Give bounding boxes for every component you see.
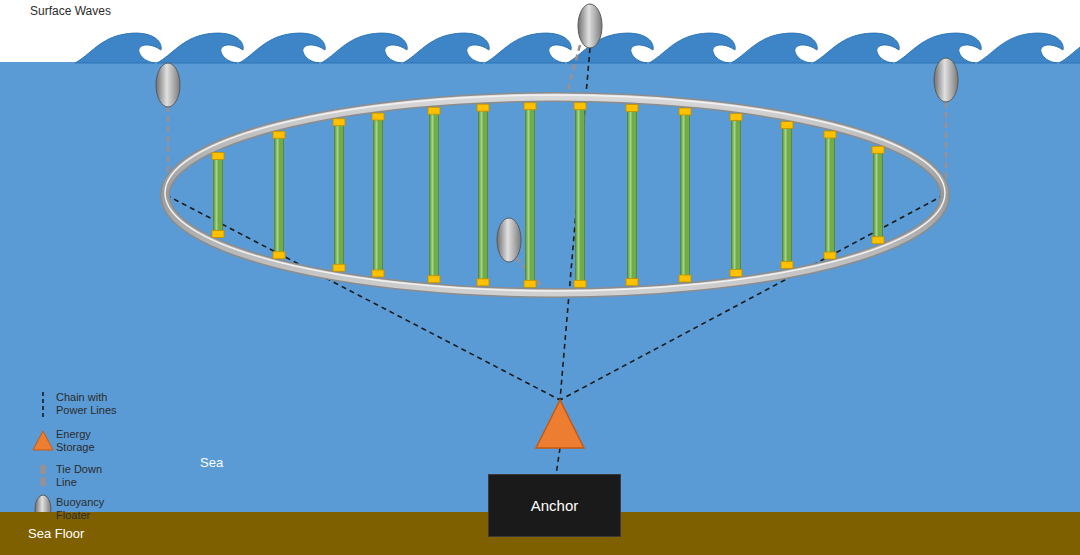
generator-bar <box>628 108 637 282</box>
legend-chain-sample <box>42 392 44 420</box>
generator-bar-shine <box>481 108 483 283</box>
bar-cap <box>212 152 224 159</box>
bar-cap <box>626 279 638 286</box>
node-text: Sea Floor <box>28 526 84 541</box>
bar-cap <box>273 131 285 138</box>
bar-cap <box>273 252 285 259</box>
energy-storage <box>536 400 584 448</box>
sea-label: Sea <box>200 455 223 470</box>
wave <box>157 33 243 63</box>
bar-cap <box>333 264 345 271</box>
wave <box>813 33 899 63</box>
bar-cap <box>679 275 691 282</box>
bar-cap <box>524 280 536 287</box>
chains <box>166 48 944 475</box>
bar-cap <box>333 119 345 126</box>
generator-bar <box>681 112 690 279</box>
generator-bar-shine <box>734 117 736 273</box>
bar-cap <box>428 276 440 283</box>
generator-bar <box>874 150 883 240</box>
generator-bar-shine <box>277 135 279 256</box>
bar-cap <box>781 122 793 129</box>
generator-bar <box>732 117 741 273</box>
generator-bar <box>374 117 383 274</box>
wave <box>75 33 161 63</box>
generator-bar <box>826 134 835 255</box>
generator-bar-shine <box>432 111 434 279</box>
generator-bar <box>479 108 488 283</box>
generator-bar <box>335 122 344 268</box>
legend-text: Tie Down Line <box>56 463 118 489</box>
anchor-block: Anchor <box>488 474 621 537</box>
bar-cap <box>574 103 586 110</box>
generator-bar-shine <box>785 125 787 265</box>
bar-cap <box>730 114 742 121</box>
bar-cap <box>679 108 691 115</box>
bar-cap <box>824 252 836 259</box>
wave <box>977 33 1063 63</box>
generator-bar <box>214 156 223 234</box>
wave <box>403 33 489 63</box>
bar-cap <box>626 104 638 111</box>
wave <box>649 33 735 63</box>
wave <box>239 33 325 63</box>
wave <box>731 33 817 63</box>
legend-text: Energy Storage <box>56 428 118 454</box>
generator-bars <box>212 103 884 288</box>
generator-bar-shine <box>630 108 632 282</box>
bar-cap <box>372 113 384 120</box>
bar-cap <box>574 280 586 287</box>
legend-tie-sample <box>41 465 46 488</box>
bar-cap <box>477 279 489 286</box>
legend-text: Buoyancy Floater <box>56 496 118 522</box>
generator-bar-shine <box>337 122 339 268</box>
bar-cap <box>872 237 884 244</box>
generator-bar-shine <box>876 150 878 240</box>
bar-cap <box>824 131 836 138</box>
legend-text: Chain with Power Lines <box>56 391 118 417</box>
generator-bar-shine <box>683 112 685 279</box>
bar-cap <box>428 107 440 114</box>
legend-storage-sample <box>33 431 53 450</box>
bar-cap <box>730 269 742 276</box>
bar-cap <box>781 261 793 268</box>
generator-bar-shine <box>528 106 530 284</box>
bar-cap <box>477 104 489 111</box>
bar-cap <box>372 270 384 277</box>
tie-down-lines <box>168 45 946 293</box>
generator-bar <box>783 125 792 265</box>
generator-bar-shine <box>828 134 830 255</box>
bar-cap <box>212 231 224 238</box>
generator-bar <box>526 106 535 284</box>
generator-bar-shine <box>578 106 580 284</box>
generator-bar <box>430 111 439 279</box>
ring-frame-highlight <box>165 95 945 291</box>
generator-bar <box>576 106 585 284</box>
wave <box>895 33 981 63</box>
floaters <box>156 4 958 262</box>
generator-bar-shine <box>376 117 378 274</box>
sea-body <box>0 62 1080 522</box>
node-text: Anchor <box>531 497 579 514</box>
bar-cap <box>524 103 536 110</box>
generator-bar-shine <box>216 156 218 234</box>
wave <box>321 33 407 63</box>
bar-cap <box>872 146 884 153</box>
surface-waves-label: Surface Waves <box>30 4 111 18</box>
wave <box>1059 33 1080 63</box>
wave <box>485 33 571 63</box>
generator-bar <box>275 135 284 256</box>
